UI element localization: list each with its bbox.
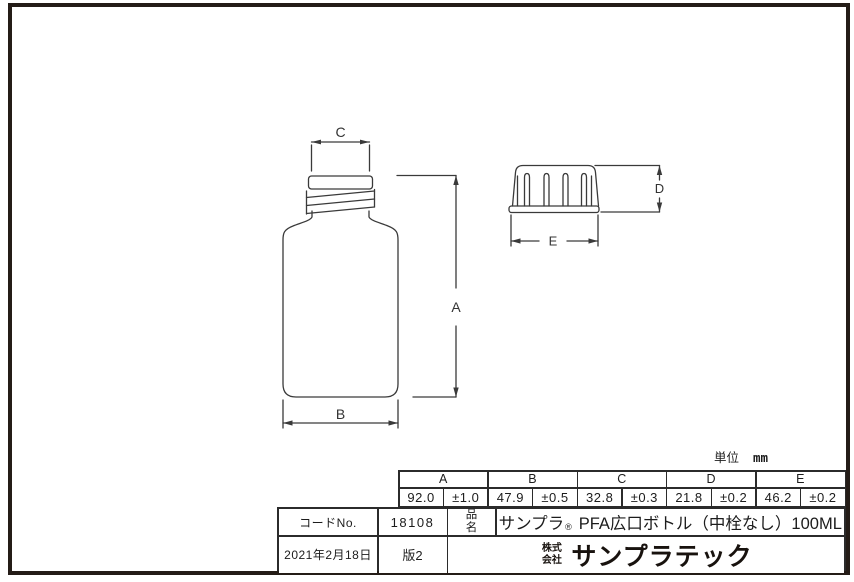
dimension-b: B [282,399,399,429]
dim-tolerance-d: ±0.2 [712,488,756,506]
dimension-d: D [594,164,664,213]
dim-value-e: 46.2 [756,488,800,506]
company-name: サンプラテック [571,542,753,571]
dimension-e: E [510,214,599,249]
unit-value: mm [753,450,769,465]
dim-header-e: E [756,471,845,487]
dim-tolerance-a: ±1.0 [444,488,488,506]
unit-label: 単位 [714,451,740,465]
dimension-a: A [396,174,461,398]
product-name-label: 品名 [448,509,495,536]
dim-label-b: B [336,406,345,422]
dim-tolerance-c: ±0.3 [622,488,666,506]
cap-drawing [508,164,600,214]
product-name-label-text: 品名 [465,509,478,535]
dimension-table: A B C D E 92.0 ±1.0 47.9 ±0.5 32.8 ±0.3 … [398,470,846,507]
dim-label-c: C [335,124,345,140]
dimension-c: C [310,124,371,172]
dim-header-a: A [399,471,488,487]
dim-header-b: B [488,471,577,487]
dim-value-d: 21.8 [667,488,711,506]
dim-tolerance-e: ±0.2 [801,488,845,506]
company-prefix: 株式会社 [541,542,562,566]
code-no-label: コードNo. [279,509,377,536]
dim-value-a: 92.0 [399,488,443,506]
company-logo: 株式会社 サンプラテック [448,536,844,573]
dim-tolerance-b: ±0.5 [533,488,577,506]
registered-mark: ® [565,522,572,533]
product-description: PFA広口ボトル（中栓なし）100ML [578,515,842,534]
drawing-sheet-frame [8,3,850,575]
unit-note: 単位 mm [714,447,768,466]
dim-label-a: A [451,299,461,315]
revision-number: 版2 [378,536,447,573]
revision-date: 2021年2月18日 [279,536,377,573]
product-name: サンプラ ® PFA広口ボトル（中栓なし）100ML [496,509,844,536]
title-block: コードNo. 18108 品名 サンプラ ® PFA広口ボトル（中栓なし）100… [277,507,846,573]
dim-label-d: D [655,181,664,196]
product-brand: サンプラ [498,515,565,534]
dim-value-b: 47.9 [488,488,532,506]
dim-value-c: 32.8 [578,488,622,506]
code-no-value: 18108 [378,509,447,536]
dim-label-e: E [549,234,558,249]
dim-header-d: D [667,471,756,487]
bottle-drawing [282,175,399,398]
dim-header-c: C [578,471,666,487]
